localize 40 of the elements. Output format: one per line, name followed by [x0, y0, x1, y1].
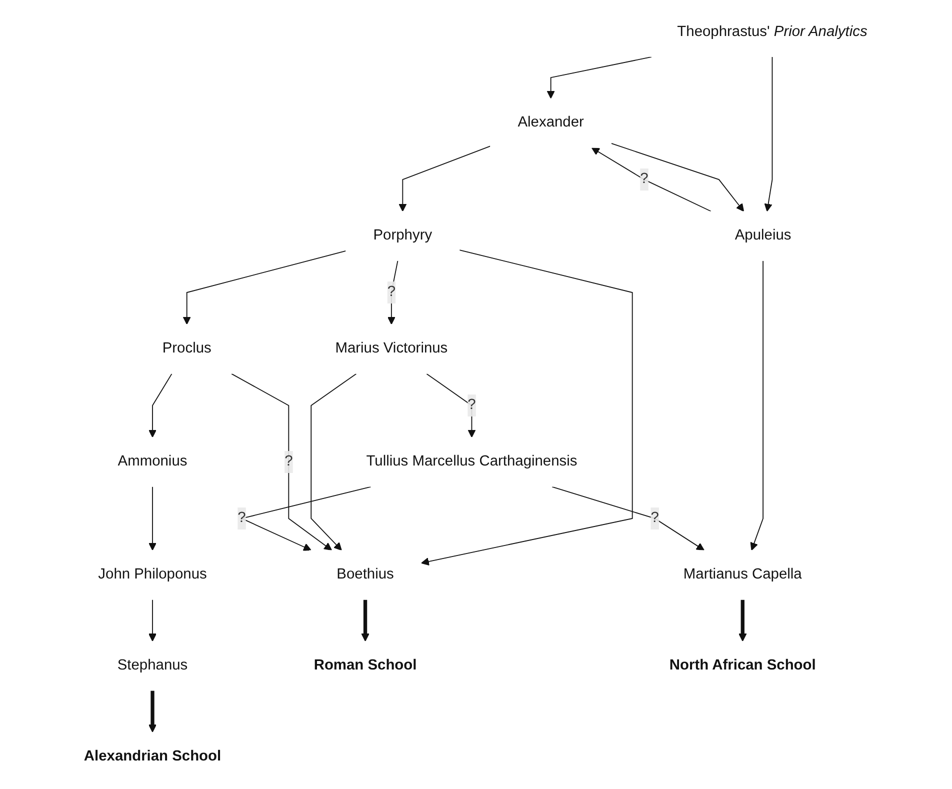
arrow	[148, 373, 173, 438]
edge-label: ?	[468, 397, 476, 413]
arrow	[426, 373, 476, 438]
arrow	[183, 250, 347, 325]
node-text: Alexander	[518, 114, 584, 130]
node-text: Alexandrian School	[84, 748, 222, 764]
edge-label: ?	[238, 510, 246, 526]
arrow	[750, 260, 764, 551]
node-text: Roman School	[314, 658, 418, 674]
node-text: Stephanus	[118, 658, 188, 674]
arrow	[231, 373, 332, 551]
arrow	[421, 250, 634, 566]
arrow	[552, 486, 705, 551]
arrow	[764, 56, 774, 212]
arrow	[362, 600, 370, 642]
node-text: Apuleius	[735, 228, 792, 244]
arrow	[611, 143, 744, 212]
node-text: John Philoponus	[98, 566, 208, 582]
edge-label: ?	[651, 510, 660, 526]
arrow	[148, 486, 157, 551]
node-text: Martianus Capella	[684, 566, 802, 582]
arrow	[547, 56, 652, 99]
arrow	[592, 148, 712, 212]
arrow	[738, 600, 748, 642]
arrow	[148, 599, 157, 642]
node-text: North African School	[670, 658, 816, 674]
edge-label: ?	[640, 171, 649, 187]
arrow	[311, 373, 358, 551]
arrow	[388, 260, 399, 325]
node-text: Marius Victorinus	[336, 340, 448, 356]
node-text: Boethius	[337, 566, 394, 582]
node-text: Theophrastus' Prior Analytics	[678, 24, 868, 40]
node-text: Tullius Marcellus Carthaginensis	[366, 454, 578, 470]
edge-label: ?	[284, 454, 294, 470]
edge-label: ?	[388, 284, 396, 300]
node-text: Proclus	[162, 340, 212, 356]
arrow	[148, 690, 157, 732]
node-text: Porphyry	[374, 228, 432, 244]
arrow	[399, 146, 492, 212]
node-text: Ammonius	[118, 454, 188, 470]
